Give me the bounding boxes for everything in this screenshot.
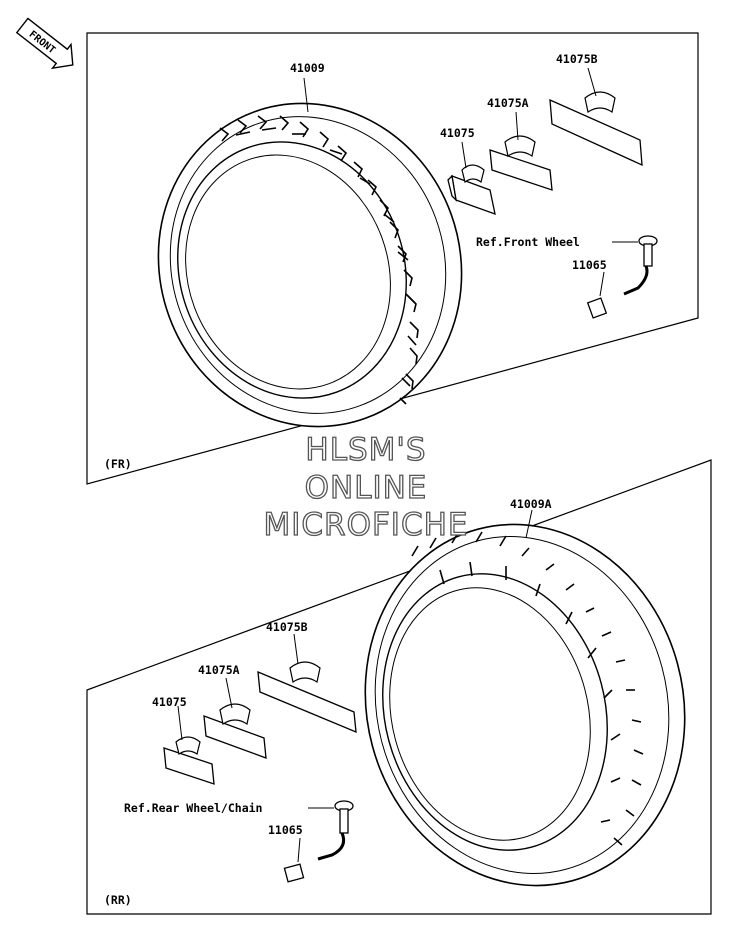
rear-valve-part-number: 11065: [268, 823, 303, 837]
front-weight-a-part-number: 41075: [440, 126, 475, 140]
watermark-line-1: HLSM'S: [305, 432, 426, 468]
front-valve-part-number: 11065: [572, 258, 607, 272]
rear-tire-part-number: 41009A: [510, 497, 552, 511]
rear-tire: [364, 523, 686, 887]
rear-weight-41075: [163, 736, 215, 785]
rear-valve-reference: Ref.Rear Wheel/Chain: [124, 801, 263, 815]
front-valve-reference: Ref.Front Wheel: [476, 235, 580, 249]
front-weight-41075: [447, 164, 496, 216]
front-weight-c-part-number: 41075B: [556, 52, 598, 66]
rear-weight-41075b: [257, 661, 357, 734]
front-section-tag: (FR): [104, 457, 132, 471]
front-tire: [157, 102, 463, 428]
front-section-frame: [86, 32, 699, 485]
watermark-line-3: MICROFICHE: [264, 507, 469, 543]
rear-weight-a-part-number: 41075: [152, 695, 187, 709]
front-weight-41075a: [489, 135, 553, 191]
rear-weight-b-part-number: 41075A: [198, 663, 240, 677]
front-direction-arrow: FRONT: [15, 17, 74, 70]
watermark: HLSM'S ONLINE MICROFICHE: [263, 431, 469, 543]
front-valve-stem: [586, 235, 658, 319]
front-weight-41075b: [549, 91, 643, 167]
front-tire-part-number: 41009: [290, 61, 325, 75]
rear-section-tag: (RR): [104, 893, 132, 907]
front-weight-b-part-number: 41075A: [487, 96, 529, 110]
rear-valve-stem: [283, 800, 354, 883]
rear-weight-41075a: [203, 703, 267, 759]
rear-weight-c-part-number: 41075B: [266, 620, 308, 634]
watermark-line-2: ONLINE: [305, 470, 428, 506]
